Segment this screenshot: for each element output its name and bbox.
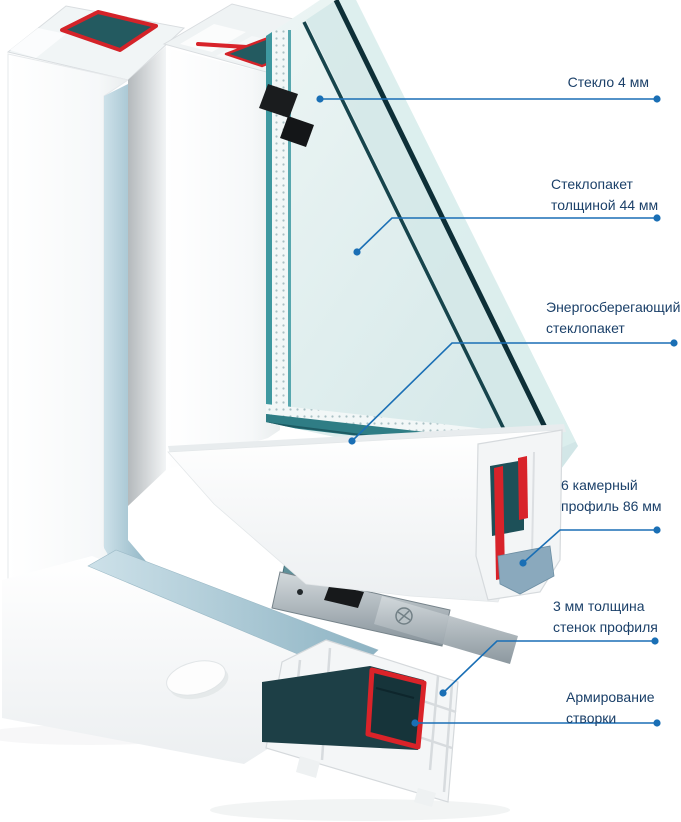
drain-cap: [166, 660, 226, 696]
glazing-channel-diagonal: [87, 549, 379, 677]
callout-label: Стеклопакет: [551, 176, 633, 192]
hardware-bracket: [374, 596, 518, 664]
sash-profile-bottom: [167, 424, 566, 603]
callout-wall-thickness-3mm: 3 мм толщина стенок профиля: [553, 596, 658, 638]
sash-cut-end: [475, 429, 563, 601]
callout-label: стеклопакет: [546, 320, 625, 336]
sash-gasket-red: [518, 456, 528, 520]
frame-cut-end: [262, 639, 459, 807]
callout-label: 3 мм толщина: [553, 598, 645, 614]
callout-energy-saving-unit: Энергосберегающий стеклопакет: [546, 297, 680, 339]
callout-label: профиль 86 мм: [561, 498, 662, 514]
callout-glazing-unit-44mm: Стеклопакет толщиной 44 мм: [551, 174, 658, 216]
callout-profile-6-chamber: 6 камерный профиль 86 мм: [561, 475, 662, 517]
callout-label: стенок профиля: [553, 619, 658, 635]
callout-label: Энергосберегающий: [546, 299, 681, 315]
frame-side-reveal: [128, 46, 166, 506]
callout-label: створки: [566, 710, 617, 726]
frame-profile-vertical: [6, 5, 186, 649]
reinforcement-chamber: [365, 667, 427, 750]
callout-glass-4mm: Стекло 4 мм: [568, 72, 649, 93]
sash-gasket-red: [494, 466, 505, 580]
callout-sash-reinforcement: Армирование створки: [566, 687, 655, 729]
frame-top-cavity: [60, 10, 158, 52]
hardware-latch: [324, 584, 364, 608]
callout-label: 6 камерный: [561, 477, 638, 493]
callout-label: Армирование: [566, 689, 655, 705]
callout-label: Стекло 4 мм: [567, 74, 649, 90]
glazing-channel-vertical: [104, 84, 150, 588]
callout-label: толщиной 44 мм: [551, 197, 659, 213]
floor-shadow: [210, 799, 510, 821]
